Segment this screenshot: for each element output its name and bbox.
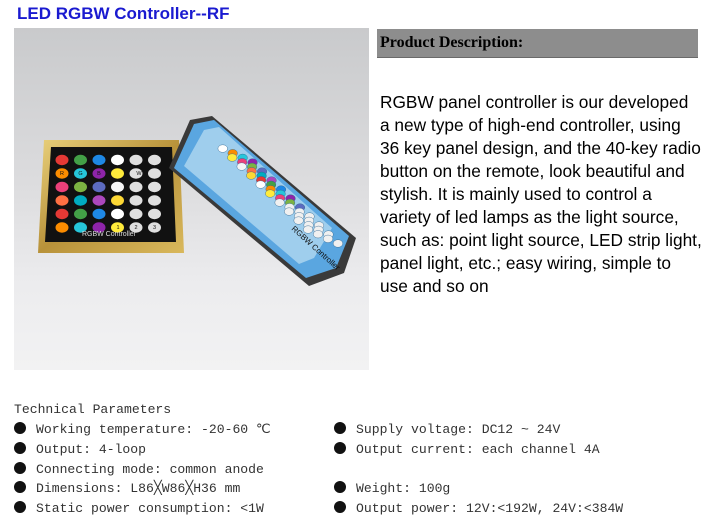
remote-key [284,207,295,216]
panel-key [111,195,124,206]
param-working-temperature: Working temperature: -20-60 ℃ [14,422,271,437]
panel-key [148,195,161,206]
panel-key [129,222,143,233]
panel-key-label: 2 [134,225,137,231]
panel-key [92,195,106,206]
panel-key [111,154,124,166]
panel-key [74,208,87,220]
remote-control: RGBW Controller [169,116,356,286]
panel-key [55,222,69,233]
panel-key [92,181,106,193]
panel-key-label: 3 [153,225,156,231]
panel-key [55,195,69,206]
product-photo: R G B W 1 2 3 RGBW Controller RGBW Controller [14,28,369,370]
panel-key [148,181,161,193]
panel-key [74,222,87,233]
technical-title: Technical Parameters [14,402,172,417]
param-weight: Weight: 100g [334,481,450,496]
remote-key [246,171,257,180]
panel-key [111,208,124,220]
bullet-icon [14,422,26,434]
panel-key [92,168,106,179]
page-title: LED RGBW Controller--RF [17,4,230,23]
bullet-icon [14,462,26,474]
panel-key [129,181,143,193]
panel-key-label: 1 [116,225,119,231]
panel-key [92,154,106,166]
bullet-icon [14,501,26,513]
panel-key [74,195,87,206]
remote-key [313,230,324,239]
remote-key [217,144,228,153]
param-static-power: Static power consumption: <1W [14,501,264,516]
bullet-icon [14,442,26,454]
remote-key [227,153,238,162]
remote-key [303,225,314,234]
param-dimensions: Dimensions: L86╳W86╳H36 mm [14,481,240,496]
panel-key [148,168,161,179]
remote-key [293,216,304,225]
bullet-icon [334,481,346,493]
panel-key-label: B [97,171,101,177]
panel-key [74,168,87,179]
bullet-icon [14,481,26,493]
panel-key [148,208,161,220]
panel-key [129,195,143,206]
bullet-icon [334,442,346,454]
panel-key [111,181,124,193]
param-supply-voltage: Supply voltage: DC12 ~ 24V [334,422,560,437]
param-output-power: Output power: 12V:<192W, 24V:<384W [334,501,623,516]
remote-key [236,162,247,171]
panel-key [129,208,143,220]
panel-key [129,168,143,179]
panel-key [55,168,69,179]
panel-key-label: R [60,171,64,177]
panel-key [74,154,87,166]
remote-key [332,239,343,248]
panel-controller: R G B W 1 2 3 RGBW Controller [38,140,184,253]
remote-key [265,189,276,198]
panel-key-label: W [136,171,142,177]
bullet-icon [334,501,346,513]
panel-key [55,181,69,193]
panel-key [74,181,87,193]
description-header: Product Description: [377,29,698,58]
panel-key [148,222,161,233]
param-output-current: Output current: each channel 4A [334,442,600,457]
panel-key [55,154,69,166]
panel-key [129,154,143,166]
product-illustration: R G B W 1 2 3 RGBW Controller RGBW Controller [38,116,356,286]
panel-key [148,154,161,166]
description-text: RGBW panel controller is our developed a… [380,92,702,296]
param-output: Output: 4-loop [14,442,146,457]
panel-label: RGBW Controller [82,231,137,238]
remote-key [255,180,266,189]
panel-key [111,222,124,233]
param-connecting-mode: Connecting mode: common anode [14,462,264,477]
panel-key [111,168,124,179]
panel-key [55,208,69,220]
panel-key [92,208,106,220]
panel-key-label: G [78,171,82,177]
remote-key [323,234,334,243]
remote-key [274,198,285,207]
bullet-icon [334,422,346,434]
panel-key [92,222,106,233]
description-header-label: Product Description: [380,34,524,51]
